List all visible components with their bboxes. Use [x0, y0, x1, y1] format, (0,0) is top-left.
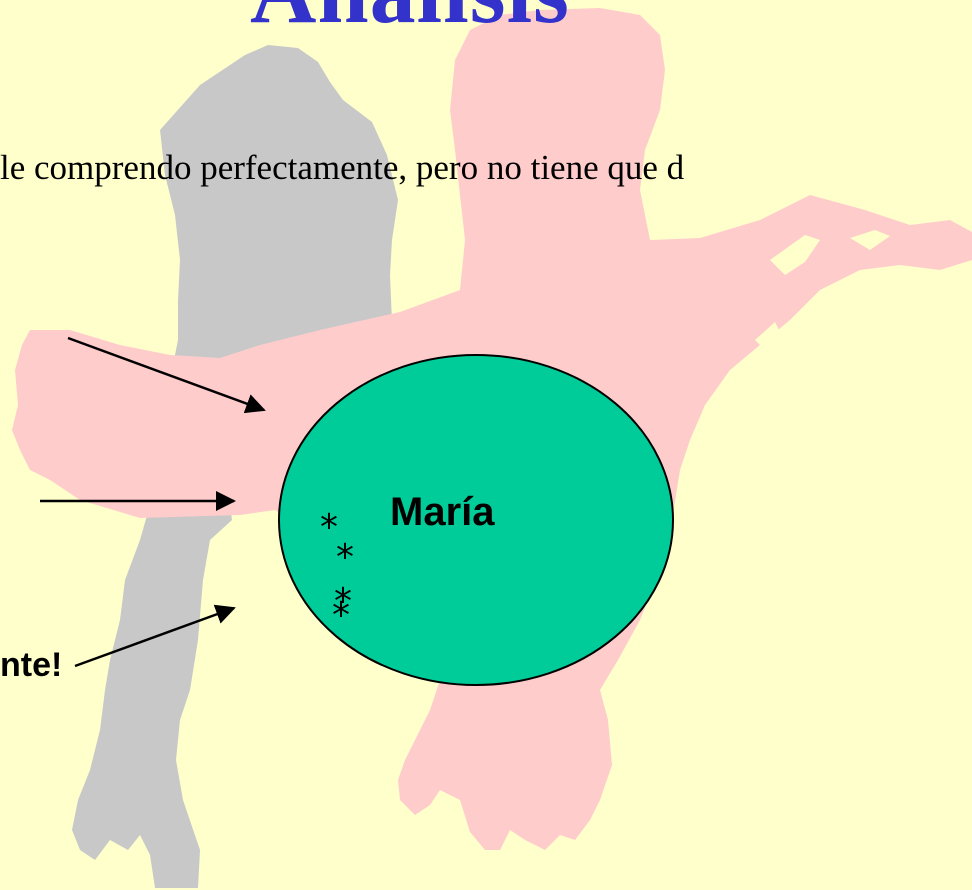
slide-title: Análisis: [250, 0, 570, 44]
pink-figure-gap: [850, 230, 890, 250]
pink-figure-gap: [755, 322, 780, 350]
star-icon: *: [332, 595, 350, 636]
star-icon: *: [334, 581, 352, 622]
side-label: nte!: [0, 646, 63, 684]
quote-text: le comprendo perfectamente, pero no tien…: [0, 148, 685, 187]
pink-figure-gap: [770, 235, 820, 275]
arrow-bottom: [74, 604, 236, 668]
arrow-top: [67, 336, 266, 414]
star-icon: *: [336, 537, 354, 578]
maria-label: María: [390, 490, 495, 534]
star-icon: *: [320, 507, 338, 548]
maria-circle: [278, 354, 674, 686]
gray-figure: [72, 45, 398, 888]
